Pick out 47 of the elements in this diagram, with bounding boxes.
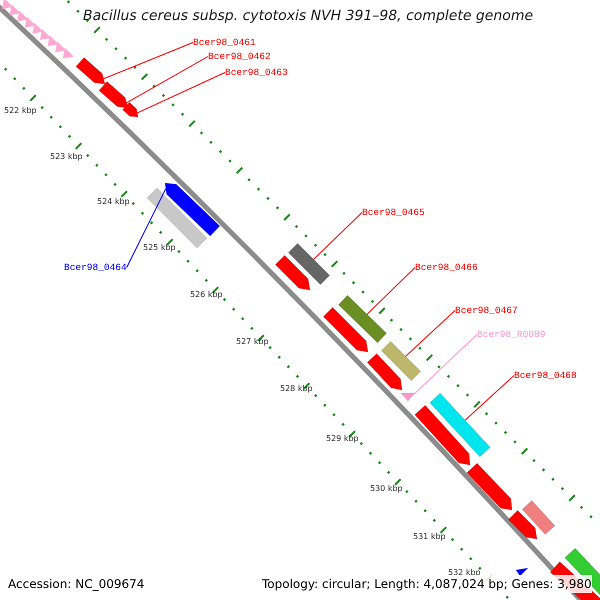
- genome-summary-text: Topology: circular; Length: 4,087,024 bp; Genes: 3,980: [262, 575, 592, 593]
- gene-marker: [429, 392, 491, 458]
- leader-line: [410, 334, 478, 398]
- leader-line: [464, 375, 514, 421]
- gene-marker: [380, 340, 422, 382]
- leader-line: [405, 310, 456, 357]
- gene-label: Bcer98_R0089: [477, 329, 546, 340]
- tick-label: 524 kbp: [97, 197, 130, 206]
- tick-label: 527 kbp: [236, 337, 269, 346]
- gene-label: Bcer98_0461: [193, 37, 256, 48]
- gene-label: Bcer98_0466: [415, 262, 478, 273]
- gene-marker: [274, 254, 310, 290]
- gene-marker: [98, 81, 128, 108]
- tick-label: 532 kbp: [448, 568, 481, 577]
- genome-title: Bacillus cereus subsp. cytotoxis NVH 391–98, complete genome: [83, 8, 534, 24]
- leader-line: [366, 267, 416, 315]
- gene-marker: [122, 102, 138, 118]
- tick-label: 529 kbp: [326, 434, 359, 443]
- gene-marker: [164, 182, 220, 236]
- tick-label: 526 kbp: [190, 290, 223, 299]
- leader-line: [313, 212, 362, 260]
- tick-label: 522 kbp: [4, 106, 37, 115]
- gene-marker: [466, 462, 512, 510]
- tick-label: 530 kbp: [370, 484, 403, 493]
- gene-marker: [414, 404, 470, 466]
- gene-marker: [76, 57, 106, 84]
- leader-line: [103, 42, 194, 80]
- tick-label: 523 kbp: [50, 152, 83, 161]
- gene-marker: [508, 510, 538, 540]
- gene-marker: [522, 500, 556, 535]
- leader-line: [126, 56, 208, 104]
- gene-marker: [288, 242, 330, 286]
- gene-label: Bcer98_0467: [455, 305, 518, 316]
- gene-marker: [366, 353, 402, 390]
- gene-label: Bcer98_0464: [64, 262, 127, 273]
- gene-marker: [322, 306, 368, 352]
- leader-line: [136, 72, 226, 114]
- gene-marker: [400, 392, 415, 402]
- gene-label: Bcer98_0465: [362, 207, 425, 218]
- tick-label: 525 kbp: [143, 243, 176, 252]
- tick-label: 531 kbp: [413, 532, 446, 541]
- leader-line: [126, 188, 166, 268]
- gene-label: Bcer98_0468: [514, 370, 577, 381]
- gene-label: Bcer98_0462: [208, 51, 271, 62]
- gene-marker: [338, 294, 387, 344]
- tick-label: 528 kbp: [280, 384, 313, 393]
- gene-label: Bcer98_0463: [225, 67, 288, 78]
